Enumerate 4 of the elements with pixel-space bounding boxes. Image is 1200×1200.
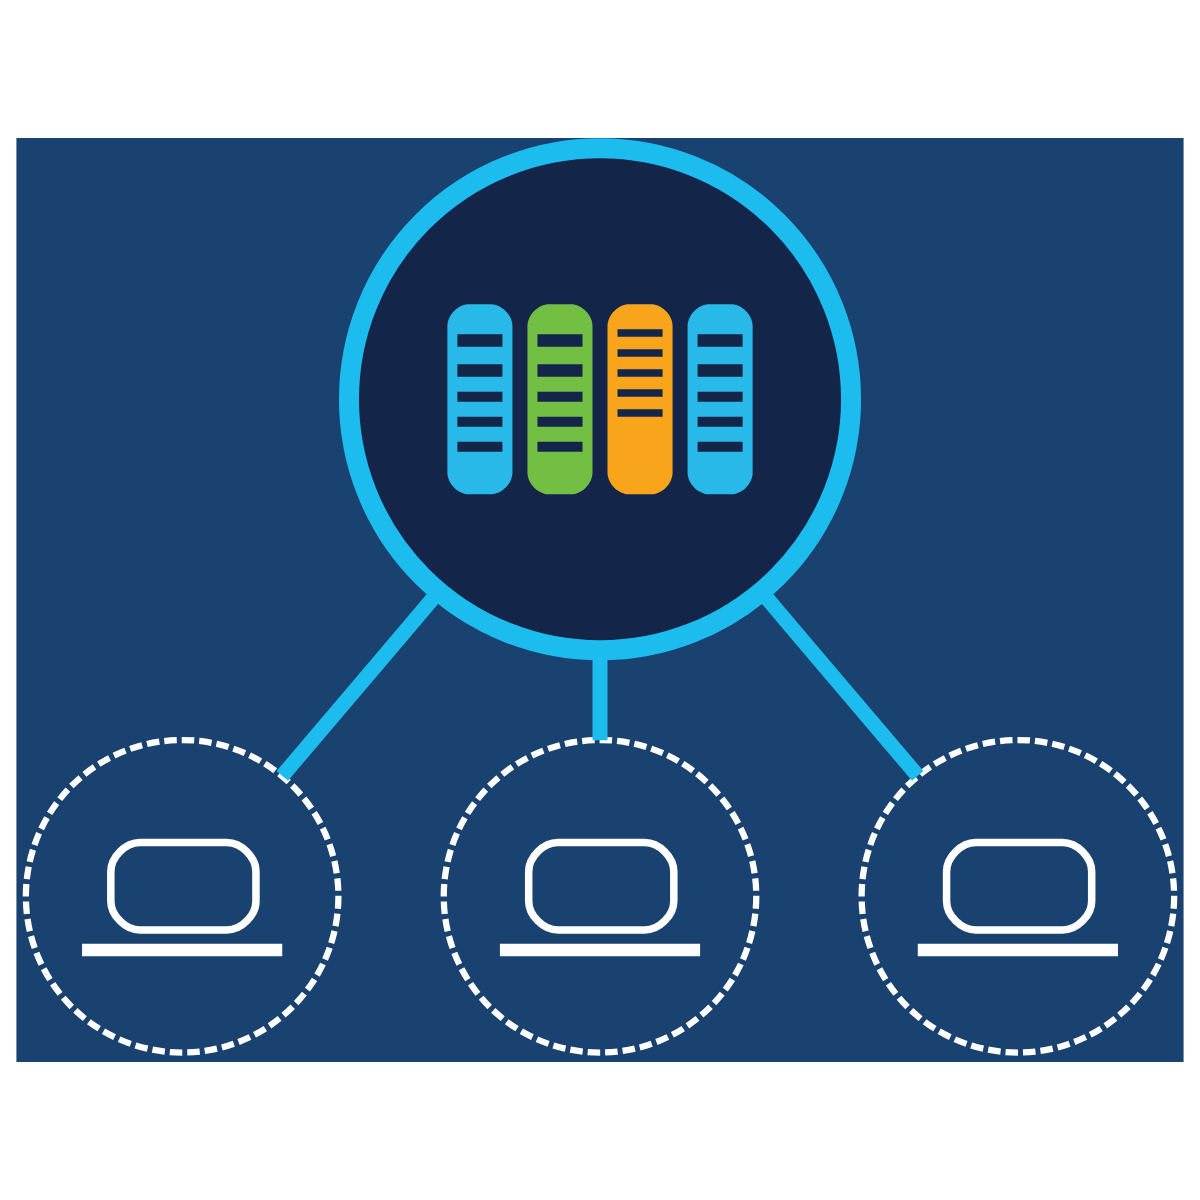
node-circle xyxy=(339,138,862,661)
node-circle xyxy=(440,736,760,1056)
node-circle xyxy=(858,736,1178,1056)
node-circle xyxy=(22,736,342,1056)
